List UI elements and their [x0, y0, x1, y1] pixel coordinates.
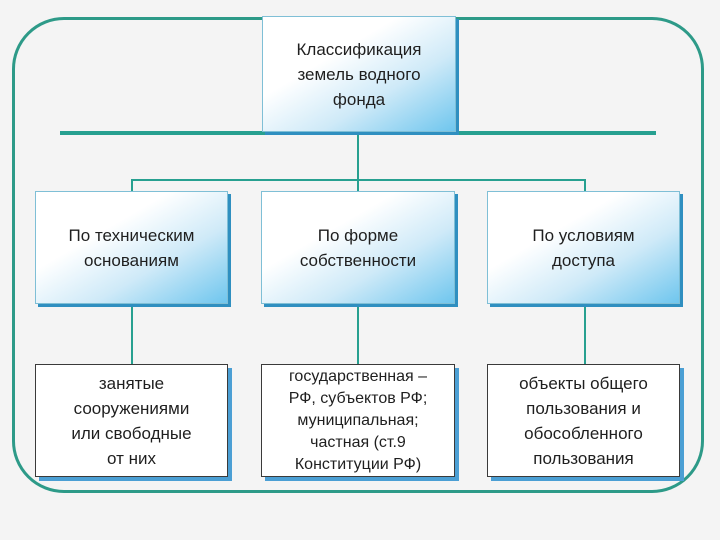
connector-left-down [131, 179, 133, 191]
connector-right-down [584, 179, 586, 191]
category-label: По форме собственности [299, 225, 417, 270]
detail-box-access: объекты общего пользования и обособленно… [487, 364, 680, 477]
detail-text: государственная – РФ, субъектов РФ; муни… [288, 367, 428, 473]
connector-left-detail [131, 304, 133, 364]
connector-title-down [357, 135, 359, 180]
title-underline [60, 131, 656, 135]
category-label: По условиям доступа [532, 225, 635, 270]
category-box-technical: По техническим основаниям [35, 191, 228, 304]
connector-right-detail [584, 304, 586, 364]
category-label: По техническим основаниям [68, 225, 195, 270]
detail-box-technical: занятые сооружениями или свободные от ни… [35, 364, 228, 477]
connector-middle-detail [357, 304, 359, 364]
detail-text: объекты общего пользования и обособленно… [519, 373, 648, 468]
category-box-access: По условиям доступа [487, 191, 680, 304]
detail-box-ownership: государственная – РФ, субъектов РФ; муни… [261, 364, 455, 477]
title-text: Классификация земель водного фонда [296, 39, 422, 109]
connector-middle-down [357, 179, 359, 191]
detail-text: занятые сооружениями или свободные от ни… [71, 373, 192, 468]
category-box-ownership: По форме собственности [261, 191, 455, 304]
title-box: Классификация земель водного фонда [262, 16, 456, 132]
